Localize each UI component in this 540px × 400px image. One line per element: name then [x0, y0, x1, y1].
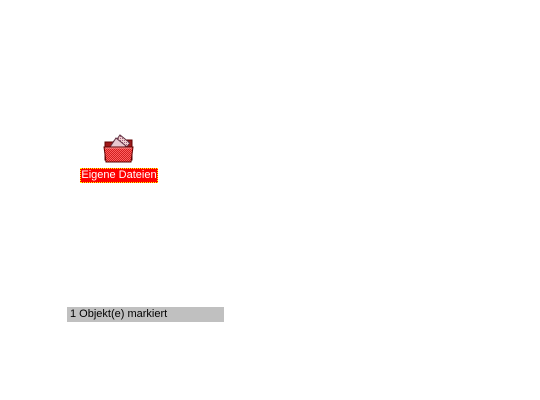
desktop-icon-eigene-dateien[interactable]: Eigene Dateien	[80, 130, 158, 186]
status-bar: 1 Objekt(e) markiert	[67, 307, 224, 322]
my-documents-folder-icon[interactable]	[102, 132, 136, 166]
desktop-icon-label[interactable]: Eigene Dateien	[80, 168, 158, 183]
status-bar-text: 1 Objekt(e) markiert	[70, 308, 168, 320]
